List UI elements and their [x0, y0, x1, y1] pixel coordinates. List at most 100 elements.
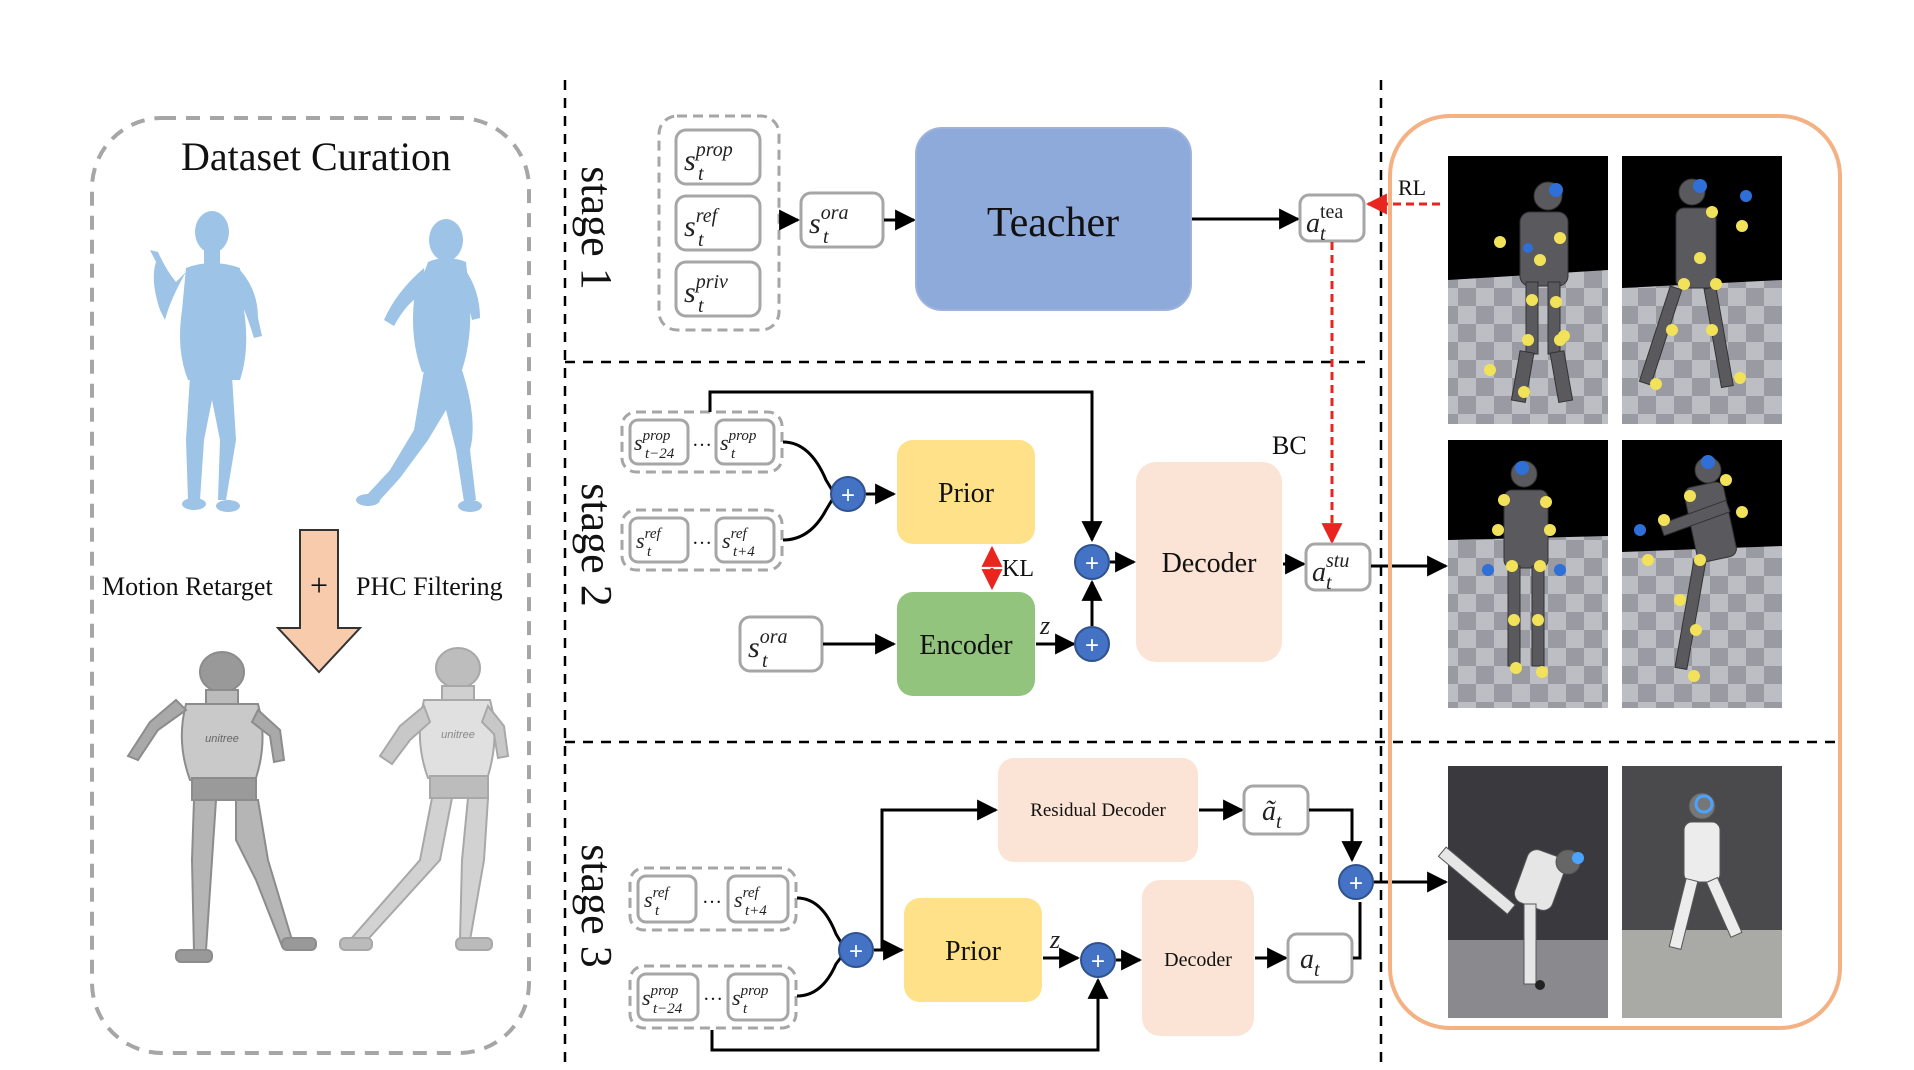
s-ref-fut-symbol: s [722, 528, 731, 553]
dataset-panel-frame [90, 116, 531, 1055]
s-prop-symbol: s [684, 144, 696, 177]
s-prop-t-24-box-3 [636, 972, 700, 1022]
motion-retarget-label: Motion Retarget [102, 572, 273, 601]
s-prop-cur-symbol: s [720, 430, 729, 455]
phc-filtering-label: PHC Filtering [356, 572, 503, 601]
sum-node-latent-s3 [1080, 942, 1116, 978]
s-ref-box [674, 194, 762, 252]
kl-label: KL [1002, 556, 1034, 582]
teacher-label: Teacher [987, 200, 1119, 246]
s-prop-hist-symbol-3: s [642, 985, 651, 1010]
bc-label: BC [1272, 431, 1307, 460]
s-ref-t-box-2 [628, 516, 690, 564]
stage-1-label: stage 1 [572, 166, 621, 289]
s-ref-cur-sup-3: ref [653, 885, 671, 901]
s-prop-t-box-3 [726, 972, 790, 1022]
decoder-box-s3 [1142, 880, 1254, 1036]
encoder-box [897, 592, 1035, 696]
svg-text:+: + [841, 482, 855, 509]
human-mesh-2 [356, 219, 482, 512]
state-group-stage1 [657, 114, 781, 332]
robot-chest-text-1: unitree [205, 733, 239, 745]
z-label-s3: z [1049, 925, 1060, 954]
sim-frame-4 [1622, 440, 1782, 708]
ellipsis-prop-3: … [703, 983, 723, 1005]
results-panel [1388, 114, 1842, 1030]
s-ora-symbol-1: s [809, 207, 821, 240]
a-tea-sub: t [1320, 223, 1326, 245]
plus-sign: + [310, 567, 328, 603]
svg-text:+: + [1085, 550, 1099, 577]
s-ref-cur-sup: ref [645, 526, 663, 542]
prop-history-group-s3 [628, 964, 798, 1030]
prior-label-s2: Prior [938, 478, 995, 509]
a-tea-symbol: a [1306, 208, 1320, 239]
results-frame [1388, 114, 1842, 1030]
s-prop-sub: t [698, 163, 704, 185]
s-prop-t-24-box [628, 418, 690, 466]
real-robot-photo-2 [1622, 766, 1782, 1018]
s-prop-cur-sup: prop [728, 428, 757, 444]
rl-label: RL [1398, 175, 1426, 200]
retarget-arrow [275, 529, 363, 674]
human-mesh-1 [150, 211, 262, 512]
prior-label-s3: Prior [945, 936, 1002, 967]
s-ref-fut-sub-3: t+4 [745, 903, 767, 919]
ellipsis-ref-3: … [702, 886, 722, 908]
svg-text:+: + [1349, 870, 1363, 897]
prop-history-group [620, 410, 784, 474]
s-prop-hist-sub: t−24 [645, 446, 675, 462]
a-tea-box [1298, 193, 1366, 243]
a-tea-sup: tea [1320, 201, 1343, 223]
s-ref-fut-sub: t+4 [733, 544, 755, 560]
s-prop-hist-sup-3: prop [650, 983, 679, 999]
s-ora-box-stage2 [738, 615, 824, 673]
robot-figure-1: unitree [126, 651, 317, 963]
ellipsis-ref: … [692, 527, 712, 549]
s-ref-sub: t [698, 229, 704, 251]
decoder-label-s2: Decoder [1162, 548, 1258, 579]
s-ref-t-box-3 [636, 874, 698, 924]
svg-text:at: at [1300, 944, 1320, 981]
separators [563, 80, 1840, 1062]
ref-future-group-s3 [628, 866, 798, 932]
s-ref-cur-sub: t [647, 544, 652, 560]
svg-text:+: + [849, 938, 863, 965]
sim-frame-1 [1448, 156, 1608, 424]
s-ref-sup: ref [696, 205, 720, 227]
s-priv-sup: priv [694, 271, 728, 293]
s-ora-sup-2: ora [760, 626, 788, 648]
s-prop-box [674, 128, 762, 186]
prior-box-s2 [897, 440, 1035, 544]
s-ref-symbol: s [684, 210, 696, 243]
sum-node-decoder-input-s2 [1074, 544, 1110, 580]
sum-node-prior-input-s3 [838, 932, 874, 968]
residual-decoder-label: Residual Decoder [1030, 800, 1166, 821]
svg-text:ãt: ãt [1262, 796, 1282, 833]
sim-frame-3 [1448, 440, 1608, 708]
sum-node-prior-input-s2 [830, 476, 866, 512]
sum-node-output-s3 [1338, 864, 1374, 900]
a-tilde-sub: t [1276, 811, 1282, 833]
teacher-box [915, 127, 1192, 311]
z-label-s2: z [1039, 611, 1050, 640]
ellipsis-prop: … [692, 429, 712, 451]
svg-text:+: + [1085, 632, 1099, 659]
s-ref-t4-box [714, 516, 776, 564]
